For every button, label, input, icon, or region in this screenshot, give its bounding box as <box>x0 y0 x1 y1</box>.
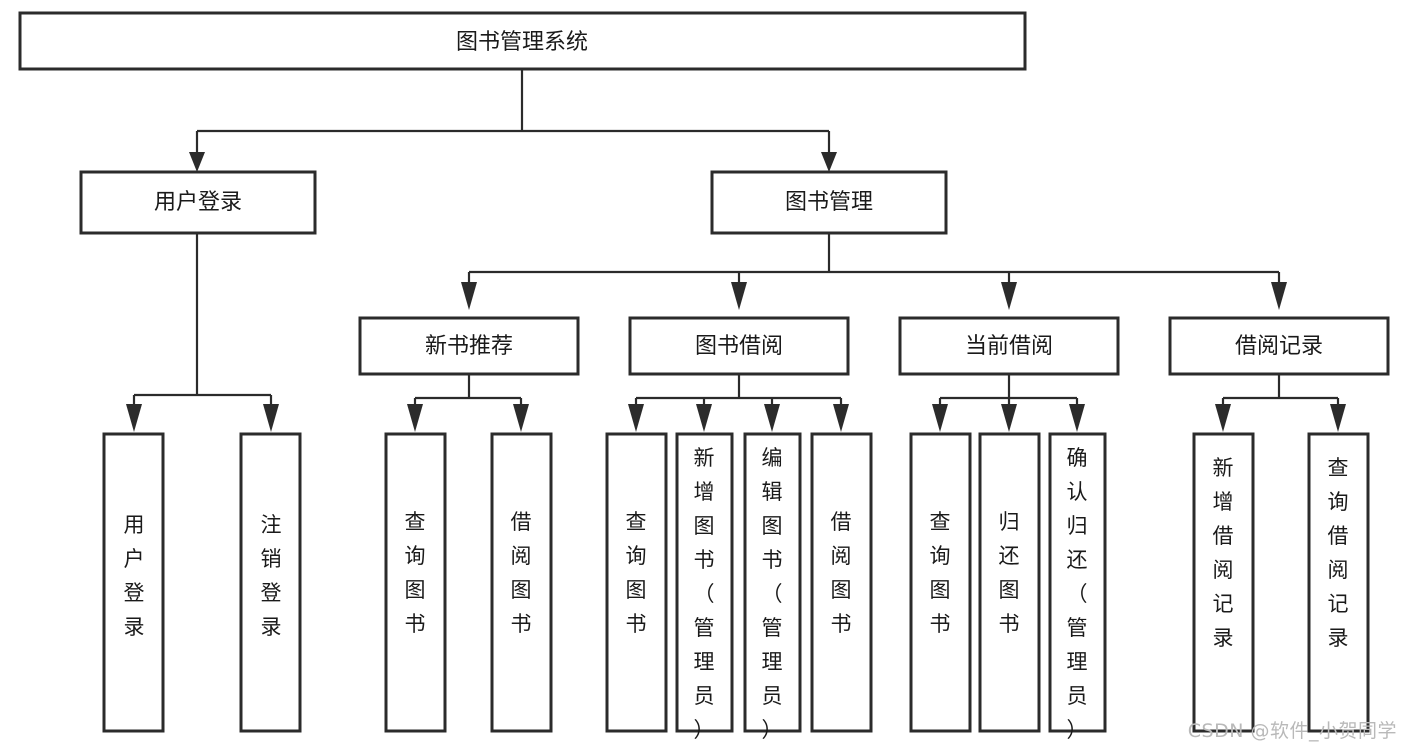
leaf-node-edit-book-admin[interactable]: 编辑图书（管理员） <box>743 432 802 742</box>
leaf-label-query-book-cb: 查询图书 <box>930 510 951 636</box>
leaf-label-confirm-return-admin: 确认归还（管理员） <box>1067 446 1088 742</box>
leaf-label-borrow-book-bb: 借阅图书 <box>831 510 852 636</box>
node-label-borrow-record: 借阅记录 <box>1235 334 1323 359</box>
node-book-management-system[interactable]: 图书管理系统 <box>18 11 1027 71</box>
leaf-node-confirm-return-admin[interactable]: 确认归还（管理员） <box>1048 432 1107 742</box>
leaf-label-add-borrow-record: 新增借阅记录 <box>1213 456 1234 650</box>
node-label-user-login: 用户登录 <box>154 190 242 215</box>
leaf-label-user-login: 用户登录 <box>124 513 145 639</box>
leaf-node-return-book[interactable]: 归还图书 <box>978 432 1041 733</box>
leaf-node-query-borrow-record[interactable]: 查询借阅记录 <box>1307 432 1370 733</box>
leaf-label-query-book-bb: 查询图书 <box>626 510 647 636</box>
node-book-management[interactable]: 图书管理 <box>710 170 948 235</box>
node-label-current-borrow: 当前借阅 <box>965 334 1053 359</box>
leaf-node-query-book-bb[interactable]: 查询图书 <box>605 432 668 733</box>
leaf-layer: 用户登录 注销登录 查询图书 借阅图书 查询图书 新增图书（管理员） 编辑图书（… <box>102 432 1370 742</box>
connector-layer <box>126 69 1346 432</box>
leaf-node-add-book-admin[interactable]: 新增图书（管理员） <box>675 432 734 742</box>
leaf-node-add-borrow-record[interactable]: 新增借阅记录 <box>1192 432 1255 733</box>
arrow-head-book-borrow <box>731 282 747 310</box>
arrow-head-user-login <box>189 152 205 172</box>
arrow-head-leaf-logout <box>263 404 279 432</box>
leaf-label-borrow-book-nb: 借阅图书 <box>511 510 532 636</box>
arrow-head-cb-leaf-2 <box>1001 404 1017 432</box>
arrow-head-borrow-record <box>1271 282 1287 310</box>
node-borrow-record[interactable]: 借阅记录 <box>1168 316 1390 376</box>
node-label-book-management: 图书管理 <box>785 190 873 215</box>
arrow-head-br-leaf-1 <box>1215 404 1231 432</box>
arrow-head-cb-leaf-1 <box>932 404 948 432</box>
node-label-new-book-recommend: 新书推荐 <box>425 334 513 359</box>
leaf-label-logout: 注销登录 <box>261 513 282 639</box>
node-new-book-recommend[interactable]: 新书推荐 <box>358 316 580 376</box>
arrow-head-nb-leaf-1 <box>407 404 423 432</box>
arrow-head-cb-leaf-3 <box>1069 404 1085 432</box>
arrow-head-current-borrow <box>1001 282 1017 310</box>
node-user-login[interactable]: 用户登录 <box>79 170 317 235</box>
node-current-borrow[interactable]: 当前借阅 <box>898 316 1120 376</box>
leaf-node-user-login[interactable]: 用户登录 <box>102 432 165 733</box>
arrow-head-bb-leaf-2 <box>696 404 712 432</box>
arrow-head-leaf-user-login <box>126 404 142 432</box>
leaf-label-query-borrow-record: 查询借阅记录 <box>1328 456 1349 650</box>
leaf-node-borrow-book-bb[interactable]: 借阅图书 <box>810 432 873 733</box>
arrow-head-br-leaf-2 <box>1330 404 1346 432</box>
leaf-node-borrow-book-nb[interactable]: 借阅图书 <box>490 432 553 733</box>
arrow-head-nb-leaf-2 <box>513 404 529 432</box>
node-label-root: 图书管理系统 <box>456 30 588 55</box>
leaf-node-query-book-cb[interactable]: 查询图书 <box>909 432 972 733</box>
arrow-head-bb-leaf-3 <box>764 404 780 432</box>
node-book-borrow[interactable]: 图书借阅 <box>628 316 850 376</box>
arrow-head-new-book <box>461 282 477 310</box>
node-label-book-borrow: 图书借阅 <box>695 334 783 359</box>
leaf-label-add-book-admin: 新增图书（管理员） <box>694 446 715 742</box>
leaf-node-query-book-nb[interactable]: 查询图书 <box>384 432 447 733</box>
arrow-head-book-mgmt <box>821 152 837 172</box>
leaf-label-query-book-nb: 查询图书 <box>405 510 426 636</box>
leaf-label-return-book: 归还图书 <box>999 510 1020 636</box>
leaf-label-edit-book-admin: 编辑图书（管理员） <box>762 446 783 742</box>
arrow-head-bb-leaf-4 <box>833 404 849 432</box>
arrow-head-bb-leaf-1 <box>628 404 644 432</box>
csdn-watermark: CSDN @软件_小贺同学 <box>1187 720 1397 742</box>
leaf-node-logout[interactable]: 注销登录 <box>239 432 302 733</box>
